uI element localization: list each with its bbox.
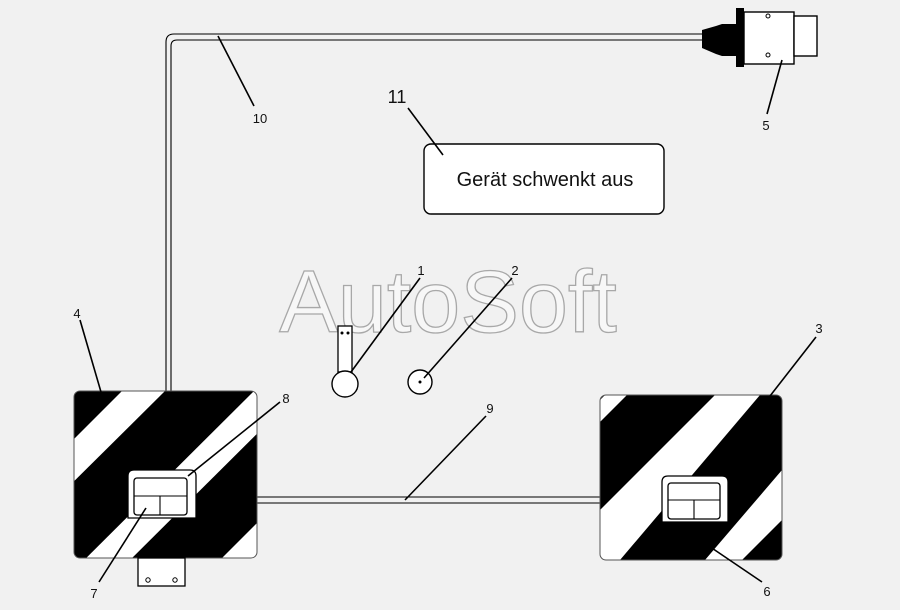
lamp-7 [133, 477, 188, 516]
callout-6: 6 [763, 584, 770, 599]
cable-9 [257, 496, 600, 504]
leader-lines [79, 35, 817, 583]
callout-4: 4 [73, 306, 80, 321]
callout-10: 10 [253, 111, 267, 126]
message-box: Gerät schwenkt aus [423, 143, 665, 215]
callout-3: 3 [815, 321, 822, 336]
callout-9: 9 [486, 401, 493, 416]
lamp-6 [667, 482, 721, 520]
mounting-bracket [137, 557, 186, 587]
callout-8: 8 [282, 391, 289, 406]
callout-5: 5 [762, 118, 769, 133]
message-box-text: Gerät schwenkt aus [457, 169, 634, 191]
callout-11: 11 [388, 87, 407, 107]
callout-7: 7 [90, 586, 97, 601]
watermark-text: AutoSoft [279, 252, 617, 351]
callout-2: 2 [511, 263, 518, 278]
switch-1 [331, 325, 359, 398]
cable-10 [165, 33, 708, 392]
warning-panel-4 [73, 390, 258, 587]
plug-connector-5 [702, 8, 818, 67]
callout-1: 1 [417, 263, 424, 278]
warning-panel-3 [599, 394, 783, 561]
